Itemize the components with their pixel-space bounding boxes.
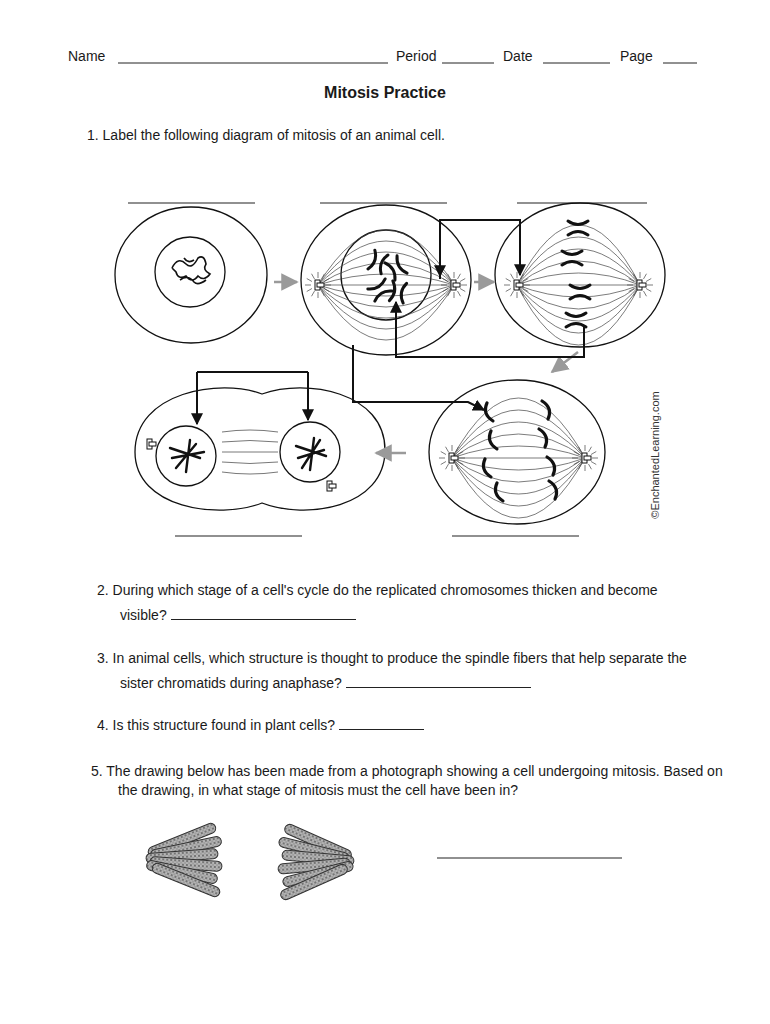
question: 3. In animal cells, which structure is t… — [97, 650, 687, 691]
answer-blank — [346, 673, 531, 688]
chromosome-photo-drawing — [146, 822, 355, 901]
field-label: Date — [503, 48, 533, 64]
question-wrap: 4. Is this structure found in plant cell… — [97, 715, 657, 735]
watermark: ©EnchantedLearning.com — [649, 391, 661, 518]
field-label-wrap: Date — [503, 46, 533, 66]
stage-blanks — [128, 203, 647, 858]
field-label: Name — [68, 48, 105, 64]
field-label-wrap: Page — [620, 46, 653, 66]
question: 4. Is this structure found in plant cell… — [97, 717, 335, 733]
answer-blank — [339, 715, 424, 730]
question-wrap: 1. Label the following diagram of mitosi… — [87, 125, 687, 145]
question-wrap: 5. The drawing below has been made from … — [91, 762, 728, 800]
question: 2. During which stage of a cell's cycle … — [97, 582, 658, 623]
field-label-wrap: Name — [68, 46, 105, 66]
field-label: Page — [620, 48, 653, 64]
field-label-wrap: Period — [396, 46, 436, 66]
question: 5. The drawing below has been made from … — [91, 763, 723, 798]
question: 1. Label the following diagram of mitosi… — [87, 127, 445, 143]
field-label: Period — [396, 48, 436, 64]
stage-arrows — [274, 282, 578, 453]
question-wrap: 2. During which stage of a cell's cycle … — [97, 578, 700, 628]
watermark-wrap: ©EnchantedLearning.com — [645, 391, 665, 518]
answer-blank — [171, 605, 356, 620]
worksheet-title: Mitosis Practice — [0, 83, 770, 103]
chromosomes-centrioles — [147, 221, 646, 501]
cell-drawings — [115, 203, 665, 524]
question-wrap: 3. In animal cells, which structure is t… — [97, 646, 695, 696]
leader-lines — [197, 220, 584, 424]
spindle-fibers — [305, 225, 653, 518]
